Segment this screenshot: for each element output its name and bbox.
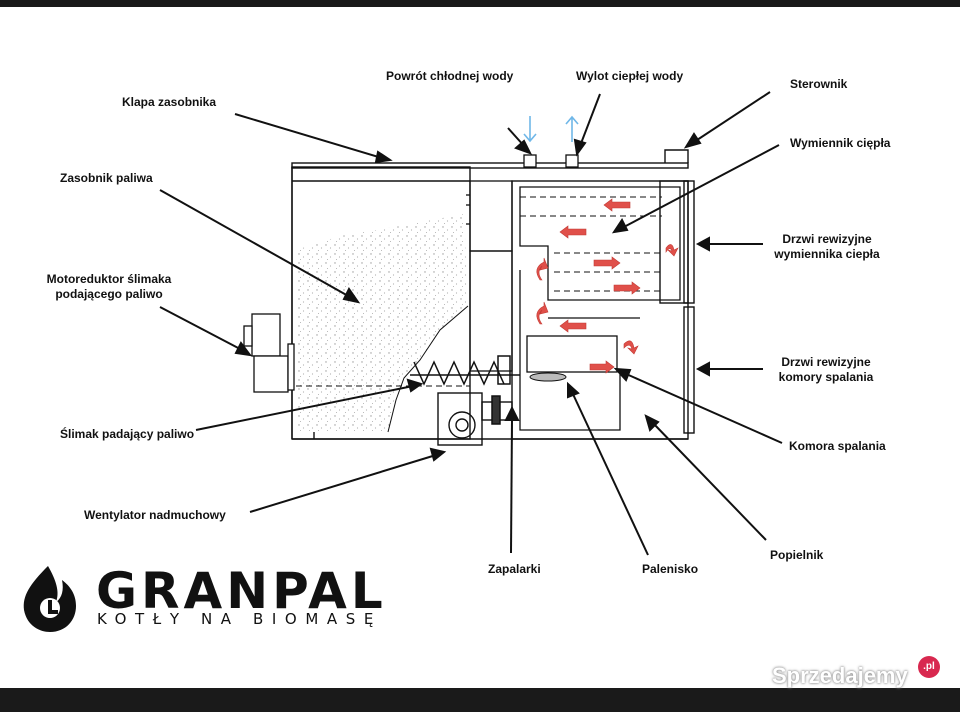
water-arrows [523, 115, 579, 143]
label-drzwi-komory-line2: komory spalania [778, 370, 874, 384]
label-sterownik: Sterownik [790, 77, 848, 91]
label-zasobnik-paliwa: Zasobnik paliwa [60, 171, 153, 185]
exchanger-dashed-lines [520, 196, 662, 292]
label-zapalarki: Zapalarki [488, 562, 541, 576]
label-palenisko: Palenisko [642, 562, 699, 576]
base-line [292, 432, 688, 440]
label-drzwi-wymiennika-line2: wymiennika ciepła [774, 247, 880, 261]
leader-lines [159, 91, 783, 556]
watermark-badge: .pl [918, 656, 940, 678]
label-slimak: Ślimak padający paliwo [60, 427, 195, 441]
top-frame-bar [0, 0, 960, 7]
label-powrot-wody: Powrót chłodnej wody [386, 69, 514, 83]
water-pipes [523, 154, 579, 168]
label-komora-spalania: Komora spalania [789, 439, 886, 453]
middle-column [466, 180, 513, 372]
label-popielnik: Popielnik [770, 548, 824, 562]
granpal-flame-icon [23, 566, 76, 632]
heat-exchanger [519, 186, 681, 431]
boiler-shell [511, 149, 695, 440]
hopper-lid [291, 162, 689, 169]
label-motoreduktor: Motoreduktor ślimaka podającego paliwo [40, 272, 178, 302]
burner-grate [529, 372, 567, 382]
label-wentylator: Wentylator nadmuchowy [84, 508, 226, 522]
flow-arrows [536, 198, 679, 374]
label-drzwi-wymiennika-line1: Drzwi rewizyjne [782, 232, 872, 246]
brand-tagline: KOTŁY NA BIOMASĘ [97, 610, 382, 628]
brand-name: GRANPAL [96, 562, 387, 620]
watermark-text: Sprzedajemy [772, 663, 908, 688]
label-drzwi-komory-line1: Drzwi rewizyjne [781, 355, 871, 369]
label-klapa-zasobnika: Klapa zasobnika [122, 95, 217, 109]
bottom-frame-bar [0, 688, 960, 712]
fuel-pile-edge [387, 305, 469, 433]
label-drzwi-wymiennika: Drzwi rewizyjne wymiennika ciepła [764, 232, 890, 262]
label-motoreduktor-line1: Motoreduktor ślimaka [46, 272, 172, 286]
auger-motor [243, 313, 295, 393]
label-wymiennik: Wymiennik ciępła [790, 136, 891, 150]
feed-auger [410, 355, 520, 425]
fuel-pellets [296, 214, 468, 432]
label-motoreduktor-line2: podającego paliwo [55, 287, 163, 301]
label-wylot-wody: Wylot ciepłej wody [576, 69, 684, 83]
blower-fan [437, 392, 513, 446]
label-drzwi-komory: Drzwi rewizyjne komory spalania [770, 355, 882, 385]
